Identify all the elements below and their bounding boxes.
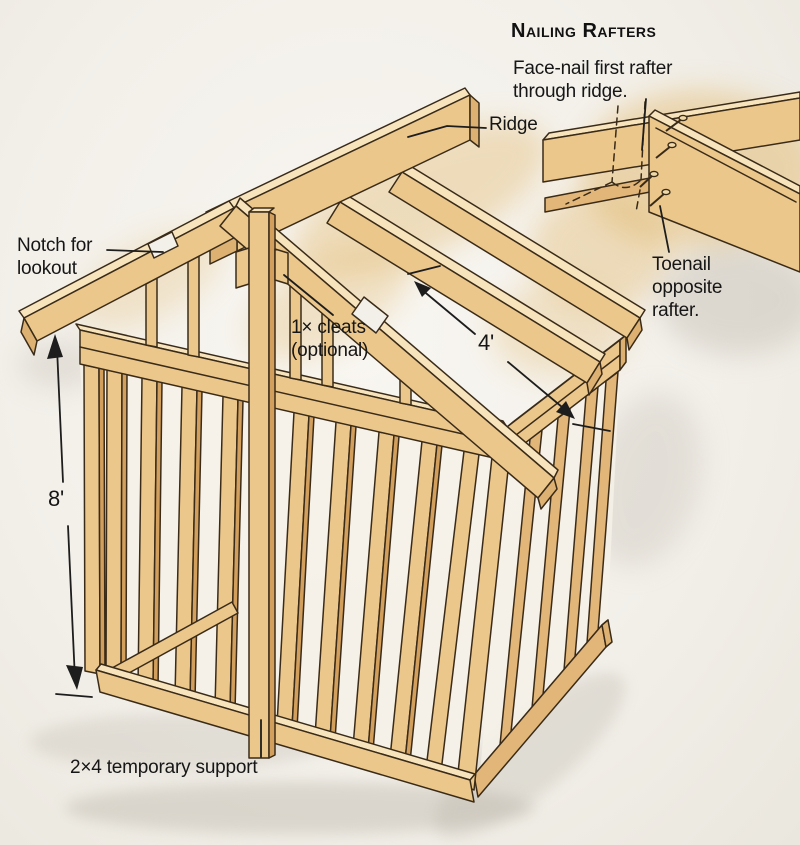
nail-icons — [639, 114, 688, 207]
side-wall — [473, 334, 627, 798]
temporary-support — [235, 207, 289, 759]
face-nail-note: Face-nail first rafter through ridge. — [513, 58, 673, 102]
temporary-support-label: 2×4 temporary support — [70, 757, 258, 778]
cleat-left — [235, 247, 250, 289]
lookout-notch-right — [351, 296, 389, 334]
dimension-4ft — [407, 265, 611, 432]
wall-height-dimension: 8' — [48, 486, 65, 511]
cleats-label: 1× cleats (optional) — [291, 317, 369, 361]
dimension-8ft — [47, 334, 93, 698]
inset-title: Nailing Rafters — [511, 20, 657, 42]
leader-lines — [106, 98, 670, 758]
toenail-note: Toenail opposite rafter. — [652, 254, 723, 321]
notch-for-lookout-label: Notch for lookout — [17, 235, 93, 279]
inset-nailing-detail — [542, 91, 800, 273]
rafter-middle — [326, 193, 606, 396]
rafter-length-dimension: 4' — [478, 330, 495, 355]
gable-wall-bottom-plate — [95, 663, 476, 803]
gable-wall — [75, 323, 510, 803]
side-wall-bottom-plate — [473, 619, 613, 798]
cleat-right — [274, 248, 289, 285]
right-gable-rafter — [219, 197, 559, 510]
ridge-label: Ridge — [489, 114, 538, 135]
